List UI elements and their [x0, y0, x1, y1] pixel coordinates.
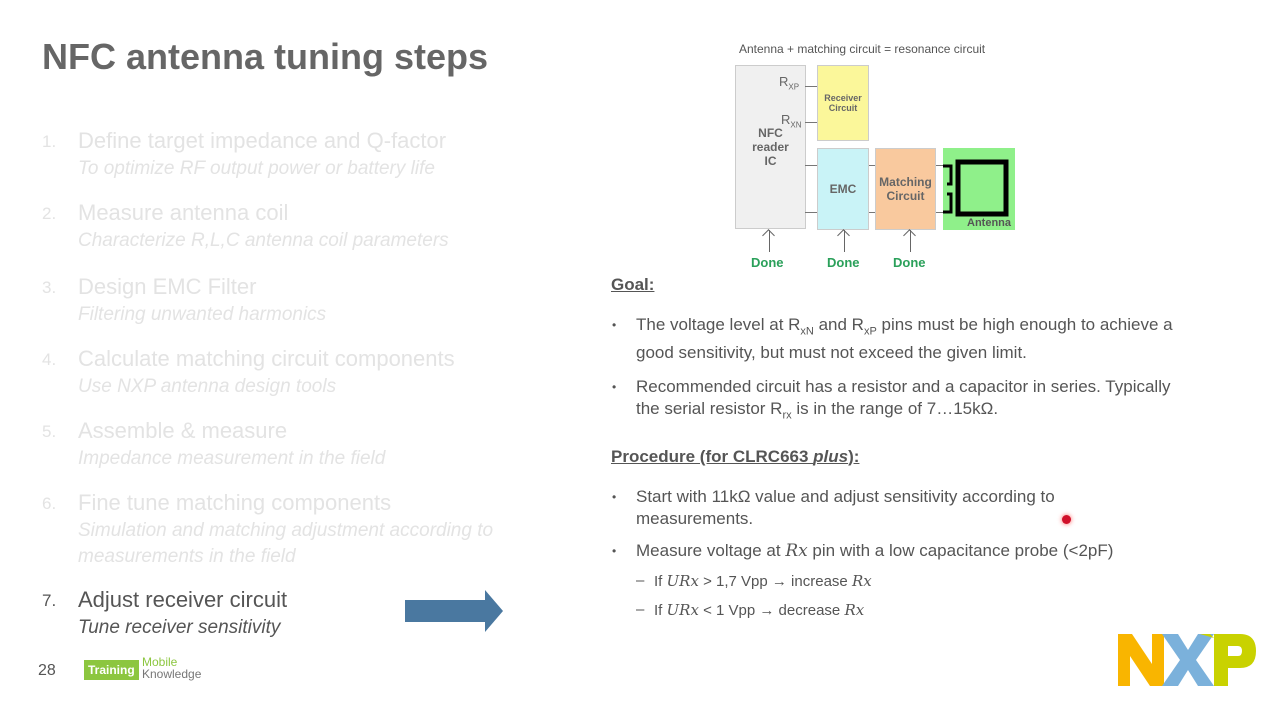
rxn-pin-label: RXN — [781, 112, 802, 130]
ic-label: NFC reader IC — [752, 126, 789, 168]
step-number: 7. — [42, 591, 57, 610]
done-label: Done — [893, 255, 926, 270]
rxp-pin-label: RXP — [779, 74, 800, 92]
step-subtitle: Characterize R,L,C antenna coil paramete… — [78, 230, 449, 251]
step-number: 5. — [42, 422, 57, 441]
step-number: 3. — [42, 278, 57, 297]
step-title: Adjust receiver circuit — [78, 587, 288, 612]
emc-label: EMC — [829, 182, 857, 196]
step-subtitle: To optimize RF output power or battery l… — [78, 158, 435, 179]
step-title: Define target impedance and Q-factor — [78, 128, 447, 153]
nxp-logo — [1118, 634, 1256, 686]
step-subtitle: Filtering unwanted harmonics — [78, 304, 327, 325]
procedure-sub-1: If URx > 1,7 Vpp → increase Rx — [636, 572, 872, 590]
receiver-label: Receiver Circuit — [824, 93, 862, 113]
matching-label: Matching Circuit — [879, 175, 932, 203]
up-arrow-icon — [910, 230, 911, 252]
page-number: 28 — [38, 662, 56, 679]
step-number: 6. — [42, 494, 57, 513]
goal-bullet-2: Recommended circuit has a resistor and a… — [612, 376, 1176, 426]
up-arrow-icon — [769, 230, 770, 252]
antenna-coil-icon — [943, 159, 1009, 217]
done-label: Done — [827, 255, 860, 270]
step-subtitle: Simulation and matching adjustment accor… — [78, 520, 494, 567]
step-subtitle: Use NXP antenna design tools — [78, 376, 337, 397]
step-number: 4. — [42, 350, 57, 369]
training-logo: Training — [84, 660, 139, 680]
slide-title: NFC antenna tuning steps — [42, 36, 489, 77]
right-arrow-icon — [405, 590, 503, 632]
matching-circuit-block: Matching Circuit — [875, 148, 936, 230]
procedure-bullet-2: Measure voltage at Rx pin with a low cap… — [612, 540, 1176, 562]
receiver-circuit-block: Receiver Circuit — [817, 65, 869, 141]
procedure-bullet-1: Start with 11kΩ value and adjust sensiti… — [612, 486, 1116, 530]
diagram-caption: Antenna + matching circuit = resonance c… — [739, 42, 986, 56]
step-subtitle: Impedance measurement in the field — [78, 448, 386, 469]
step-title: Measure antenna coil — [78, 200, 289, 225]
step-number: 1. — [42, 132, 57, 151]
step-subtitle: Tune receiver sensitivity — [78, 617, 281, 638]
antenna-block: Antenna — [943, 148, 1015, 230]
step-title: Assemble & measure — [78, 418, 288, 443]
goal-bullet-1: The voltage level at RxN and RxP pins mu… — [612, 314, 1176, 364]
step-number: 2. — [42, 204, 57, 223]
goal-heading: Goal: — [611, 275, 655, 294]
procedure-sub-2: If URx < 1 Vpp → decrease Rx — [636, 601, 864, 619]
nfc-reader-ic-block: NFC reader IC — [735, 65, 806, 229]
step-title: Design EMC Filter — [78, 274, 257, 299]
emc-block: EMC — [817, 148, 869, 230]
done-label: Done — [751, 255, 784, 270]
antenna-label: Antenna — [967, 217, 1011, 229]
pointer-dot — [1062, 515, 1071, 524]
step-title: Calculate matching circuit components — [78, 346, 455, 371]
procedure-heading: Procedure (for CLRC663 plus): — [611, 447, 860, 466]
step-title: Fine tune matching components — [78, 490, 392, 515]
up-arrow-icon — [844, 230, 845, 252]
